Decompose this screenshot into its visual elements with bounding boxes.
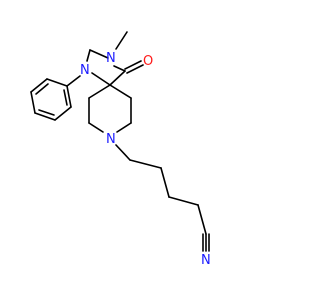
pip-bond-1: [88, 84, 111, 99]
atom-n-methyl: N: [106, 51, 116, 66]
chain-bond-1: [115, 144, 131, 161]
atom-n-nitrile: N: [201, 253, 211, 268]
phenyl-bond-5: [54, 106, 72, 121]
chain-bond-3: [160, 167, 170, 198]
bond-co-spiro: [109, 70, 126, 86]
phenyl-inner-2: [38, 109, 55, 116]
chain-bond-5: [197, 204, 207, 235]
molecule-structure: N O N N N: [30, 31, 211, 268]
bond-carbonyl-2: [126, 64, 144, 74]
phenyl-bond-6: [66, 85, 72, 108]
pip-bond-6: [109, 84, 132, 99]
phenyl-bond-2: [30, 78, 48, 93]
atom-labels: N O N N N: [80, 51, 211, 268]
bond-methyl: [115, 31, 128, 50]
pip-bond-3: [88, 122, 104, 133]
bonds: [30, 31, 210, 252]
atom-n-phenyl: N: [80, 63, 90, 78]
phenyl-inner-3: [63, 89, 68, 106]
bond-n3-ch2: [89, 49, 109, 59]
bond-carbonyl-1: [124, 60, 142, 70]
bond-n1-phenyl: [66, 75, 81, 87]
phenyl-inner-1: [35, 83, 49, 95]
bond-n3-co: [113, 65, 126, 72]
bond-ch2-n1: [86, 49, 91, 62]
phenyl-bond-3: [30, 91, 36, 114]
chain-bond-4: [168, 196, 199, 206]
phenyl-bond-4: [34, 112, 56, 121]
atom-n-piperidine: N: [106, 132, 116, 147]
bond-n1-spiro: [91, 72, 111, 86]
phenyl-bond-1: [46, 78, 68, 87]
chain-bond-2: [129, 159, 162, 169]
atom-o-carbonyl: O: [143, 54, 153, 69]
pip-bond-4: [116, 122, 132, 133]
structure-svg: N O N N N: [30, 31, 211, 268]
